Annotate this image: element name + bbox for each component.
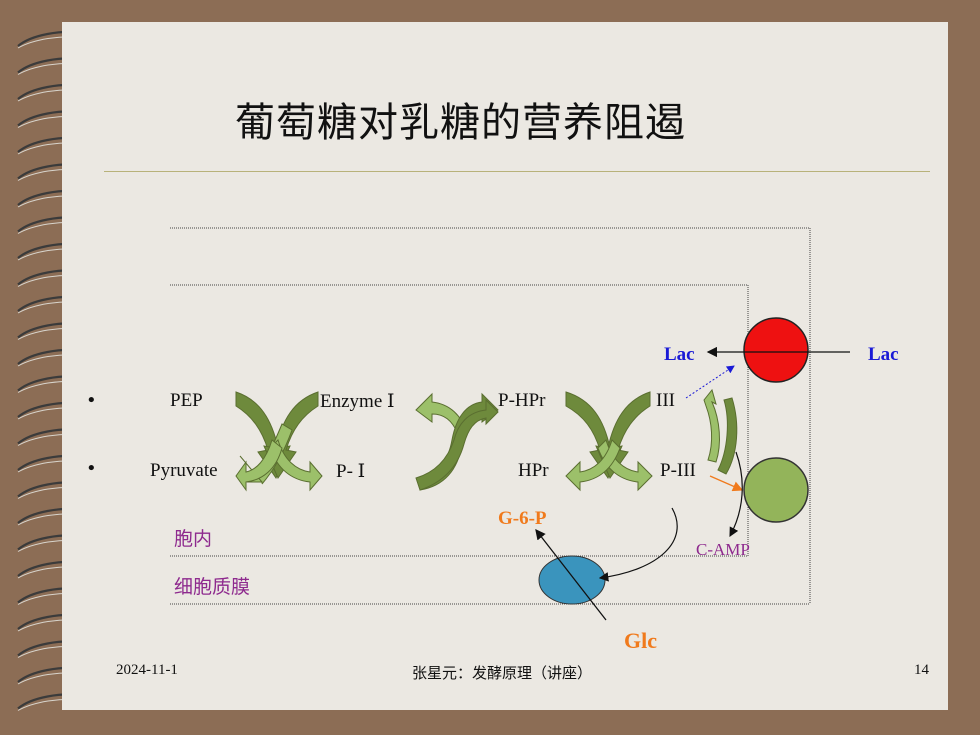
footer-date: 2024-11-1 [116,662,178,678]
footer-page-number: 14 [914,662,929,678]
label-enzyme-i: Enzyme Ⅰ [320,391,395,412]
label-lac-inner: Lac [664,344,695,365]
glc-to-g6p-arrow [535,528,607,621]
title-divider [104,171,930,172]
footer-title: 张星元：发酵原理（讲座） [412,666,593,682]
label-cytoplasm: 胞内 [174,528,213,550]
label-p-iii: P-III [660,460,696,481]
label-pep: PEP [170,390,203,411]
red-permease-circle [743,317,809,383]
slide-title: 葡萄糖对乳糖的营养阻遏 [235,100,686,146]
green-circle [743,457,809,523]
label-membrane: 细胞质膜 [174,576,251,598]
label-pyruvate: Pyruvate [150,460,218,481]
exchange-arrows-1 [235,391,323,492]
label-camp: C-AMP [696,540,750,559]
to-transporter-arrow [598,507,678,582]
label-p-hpr: P-HPr [498,390,546,411]
piii-to-green-arrow [709,475,744,492]
label-g6p: G-6-P [498,508,547,529]
iii-cycle-arrow [703,388,738,475]
to-camp-arrow [729,451,743,538]
exchange-arrows-2 [415,392,499,491]
lac-to-iii-arrow [685,365,735,399]
label-lac-outer: Lac [868,344,899,365]
compartment-lines [170,227,811,605]
bullet-2: • [86,458,97,479]
bullet-1: • [86,390,97,411]
label-hpr: HPr [518,460,549,481]
blue-transporter-ellipse [538,555,606,605]
label-iii: III [656,390,675,411]
label-p-i: P- Ⅰ [336,461,366,482]
label-glc: Glc [624,628,657,653]
exchange-arrows-3 [565,391,653,492]
